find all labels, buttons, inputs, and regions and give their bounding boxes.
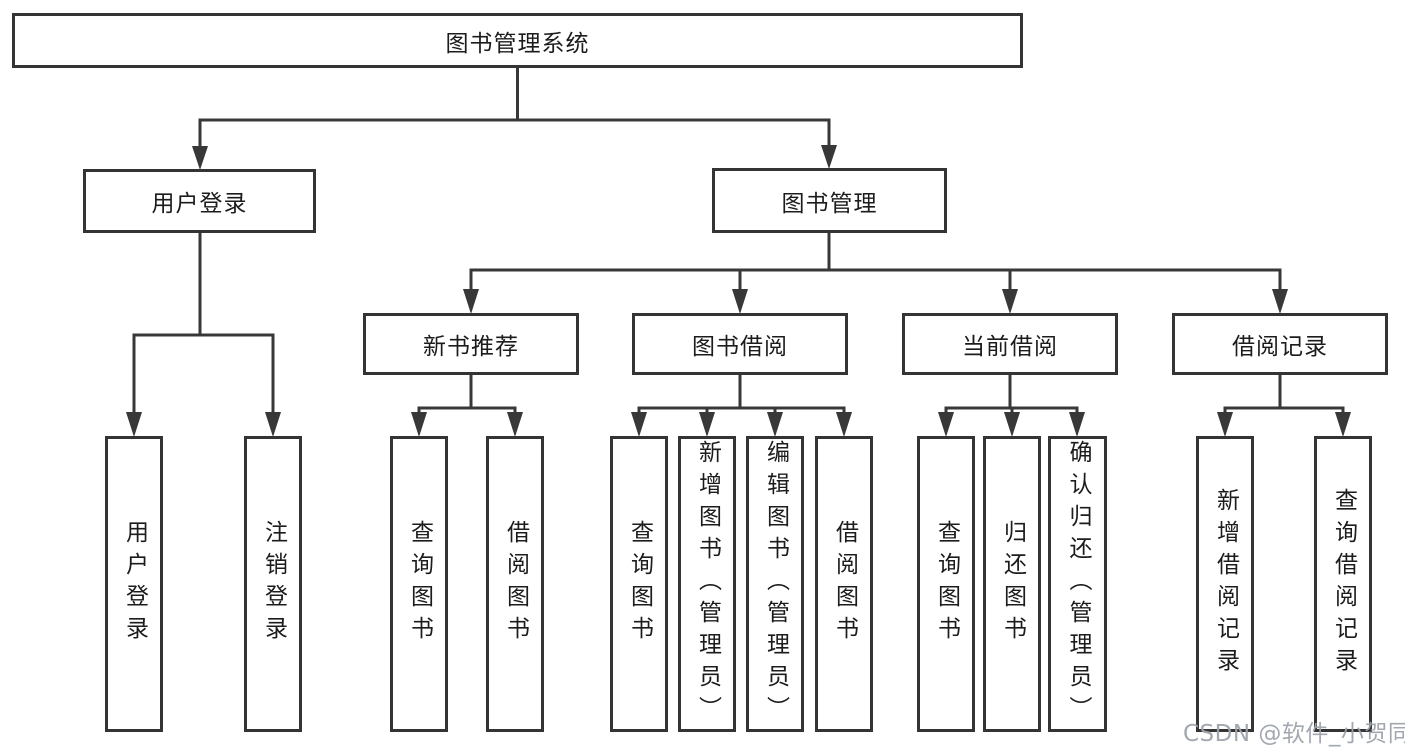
leaf-query-borrow-record-label: 查询借阅记录 [1330,488,1357,680]
leaf-add-borrow-record-label: 新增借阅记录 [1212,488,1239,680]
leaf-return-books-label: 归还图书 [999,520,1026,648]
node-root-system-label: 图书管理系统 [445,30,590,57]
leaf-borrow-books-1-label: 借阅图书 [502,520,529,648]
connector-book-borrow-subtree [631,373,852,437]
leaf-query-books-1: 查询图书 [390,436,448,732]
leaf-edit-books-admin-label: 编辑图书（管理员） [762,440,789,728]
node-current-borrowing: 当前借阅 [902,313,1118,375]
leaf-query-books-3-label: 查询图书 [933,520,960,648]
leaf-query-books-1-label: 查询图书 [406,520,433,648]
node-user-login-module-label: 用户登录 [151,191,248,217]
node-new-book-recommend: 新书推荐 [363,313,579,375]
leaf-borrow-books-2-label: 借阅图书 [831,520,858,648]
node-current-borrowing-label: 当前借阅 [962,334,1058,360]
node-new-book-recommend-label: 新书推荐 [423,334,519,360]
leaf-add-books-admin-label: 新增图书（管理员） [694,440,721,728]
connector-root-to-level1 [192,66,837,170]
node-user-login-module: 用户登录 [83,169,316,233]
node-book-borrowing-label: 图书借阅 [692,334,788,360]
connector-book-mgmt-to-level2 [463,231,1288,314]
connector-borrow-record-subtree [1217,373,1351,437]
leaf-edit-books-admin: 编辑图书（管理员） [746,436,804,732]
leaf-logout-label: 注销登录 [260,520,287,648]
node-book-management-module-label: 图书管理 [781,190,878,217]
leaf-query-borrow-record: 查询借阅记录 [1314,436,1372,732]
leaf-user-login-label: 用户登录 [121,520,148,648]
connector-new-book-subtree [411,373,523,437]
leaf-borrow-books-1: 借阅图书 [486,436,544,732]
connector-user-login-subtree [126,231,281,437]
csdn-watermark: CSDN @软件_小贺同学 [1183,721,1405,747]
leaf-query-books-2-label: 查询图书 [626,520,653,648]
leaf-add-borrow-record: 新增借阅记录 [1196,436,1254,732]
connector-current-borrow-subtree [938,373,1085,437]
leaf-confirm-return-admin-label: 确认归还（管理员） [1065,440,1091,728]
leaf-user-login: 用户登录 [105,436,163,732]
node-borrowing-records: 借阅记录 [1172,313,1388,375]
leaf-return-books: 归还图书 [983,436,1041,732]
node-book-borrowing: 图书借阅 [632,313,848,375]
leaf-query-books-3: 查询图书 [917,436,975,732]
node-borrowing-records-label: 借阅记录 [1232,334,1328,360]
leaf-add-books-admin: 新增图书（管理员） [678,436,736,732]
node-root-system: 图书管理系统 [12,13,1023,68]
leaf-confirm-return-admin: 确认归还（管理员） [1048,436,1107,732]
node-book-management-module: 图书管理 [712,168,947,233]
leaf-logout: 注销登录 [244,436,302,732]
leaf-query-books-2: 查询图书 [610,436,668,732]
leaf-borrow-books-2: 借阅图书 [815,436,873,732]
